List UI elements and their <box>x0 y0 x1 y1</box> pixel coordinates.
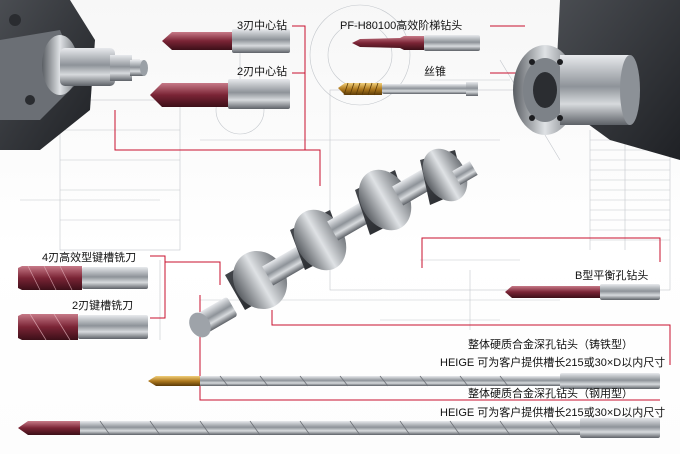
callout-line-balance-hole <box>421 237 661 268</box>
step-drill-image <box>352 35 480 51</box>
label-deep-hole-cast-iron: 整体硬质合金深孔钻头（铸铁型） <box>468 339 633 351</box>
label-step-drill: PF-H80100高效阶梯钻头 <box>340 20 463 32</box>
label-tap: 丝锥 <box>424 66 446 78</box>
label-keyway-mill-2flute: 2刃键槽铣刀 <box>72 300 134 312</box>
tap-image <box>338 82 478 96</box>
center-drill-2flute-image <box>150 79 290 109</box>
deep-hole-drill-steel-image <box>18 418 660 438</box>
label-deep-hole-steel: 整体硬质合金深孔钻头（钢用型） <box>468 388 633 400</box>
label-center-drill-3flute: 3刃中心钻 <box>237 20 288 32</box>
center-drill-3flute-image <box>162 29 290 53</box>
callout-line-keyway-mills <box>150 256 166 319</box>
label-deep-hole-steel-note: HEIGE 可为客户提供槽长215或30×D以内尺寸 <box>440 407 666 419</box>
label-keyway-mill-4flute: 4刃高效型键槽铣刀 <box>42 252 137 264</box>
label-center-drill-2flute: 2刃中心钻 <box>237 66 288 78</box>
keyway-mill-4flute-image <box>18 265 148 291</box>
callout-line-deep-hole-cast <box>271 310 671 365</box>
label-deep-hole-cast-iron-note: HEIGE 可为客户提供槽长215或30×D以内尺寸 <box>440 357 666 369</box>
label-balance-hole-drill: B型平衡孔钻头 <box>575 270 649 282</box>
callout-line-to-crankshaft <box>300 149 321 186</box>
callout-line-keyway-to-crankshaft <box>150 255 221 285</box>
keyway-mill-2flute-image <box>18 313 148 341</box>
balance-hole-drill-image <box>505 284 660 300</box>
deep-hole-drill-cast-iron-image <box>148 373 660 389</box>
